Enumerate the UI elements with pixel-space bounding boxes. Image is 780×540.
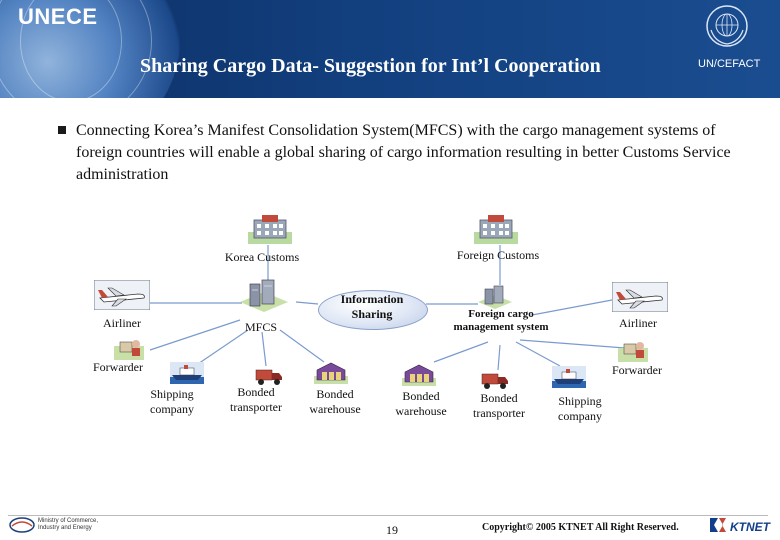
korea-customs-label: Korea Customs (224, 250, 300, 264)
forwarder-icon (114, 340, 144, 360)
org-name: UNECE (18, 4, 98, 29)
shipping-right-label: Shipping company (558, 394, 602, 423)
customs-building-icon (248, 215, 292, 244)
information-sharing-label: Information Sharing (340, 292, 404, 321)
forwarder-icon (618, 342, 648, 362)
server-database-icon (240, 279, 288, 312)
ship-icon (552, 366, 586, 388)
page-number: 19 (386, 523, 398, 537)
bonded-warehouse-right-label: Bonded warehouse (395, 389, 447, 418)
connector-mfcs-shipping (191, 329, 249, 369)
truck-icon (255, 369, 282, 385)
server-database-icon (478, 285, 512, 309)
shipping-left-label: Shipping company (150, 387, 194, 416)
globe-meridian (0, 0, 152, 98)
bullet-square-icon (58, 126, 66, 134)
connector-cargo-airliner (531, 299, 613, 316)
connector-mfcs-transporter (261, 331, 267, 367)
mfcs-label: MFCS (244, 320, 278, 334)
connector-cargo-shipping (515, 341, 561, 367)
connector-cargo-transporter (497, 344, 501, 371)
footer-divider (8, 515, 768, 516)
globe-meridian (20, 0, 122, 98)
bonded-transporter-right-label: Bonded transporter (473, 391, 525, 420)
sub-org-name: UN/CEFACT (698, 58, 761, 70)
page-title: Sharing Cargo Data- Suggestion for Int’l… (140, 55, 601, 77)
connector-cargo-forwarder (519, 339, 626, 349)
truck-icon (481, 373, 508, 389)
ktnet-logo-icon (710, 518, 726, 532)
un-emblem-icon (706, 5, 748, 47)
forwarder-left-label: Forwarder (93, 360, 143, 374)
connector-cargo-warehouse (433, 341, 489, 363)
warehouse-icon (402, 364, 436, 386)
customs-building-icon (474, 215, 518, 244)
connector-mfcs-sharing (295, 301, 319, 305)
airplane-icon (94, 280, 150, 310)
ministry-logo-icon (9, 517, 35, 533)
information-sharing-bubble (318, 290, 428, 330)
airplane-icon (612, 282, 668, 312)
ministry-name: Ministry of Commerce, Industry and Energ… (38, 518, 99, 531)
bullet-text: Connecting Korea’s Manifest Consolidatio… (76, 122, 731, 183)
airliner-left-label: Airliner (103, 316, 141, 330)
foreign-cargo-label: Foreign cargo management system (453, 308, 549, 333)
connector-mfcs-forwarder (149, 319, 241, 351)
foreign-customs-label: Foreign Customs (456, 248, 540, 262)
bonded-warehouse-left-label: Bonded warehouse (309, 387, 361, 416)
copyright-text: Copyright© 2005 KTNET All Right Reserved… (482, 522, 679, 533)
ktnet-brand: KTNET (730, 520, 770, 534)
forwarder-right-label: Forwarder (612, 363, 662, 377)
airliner-right-label: Airliner (619, 316, 657, 330)
ship-icon (170, 362, 204, 384)
title-banner: UNECE Sharing Cargo Data- Suggestion for… (0, 0, 780, 98)
warehouse-icon (314, 362, 348, 384)
bonded-transporter-left-label: Bonded transporter (230, 385, 282, 414)
connector-mfcs-warehouse (279, 329, 325, 363)
